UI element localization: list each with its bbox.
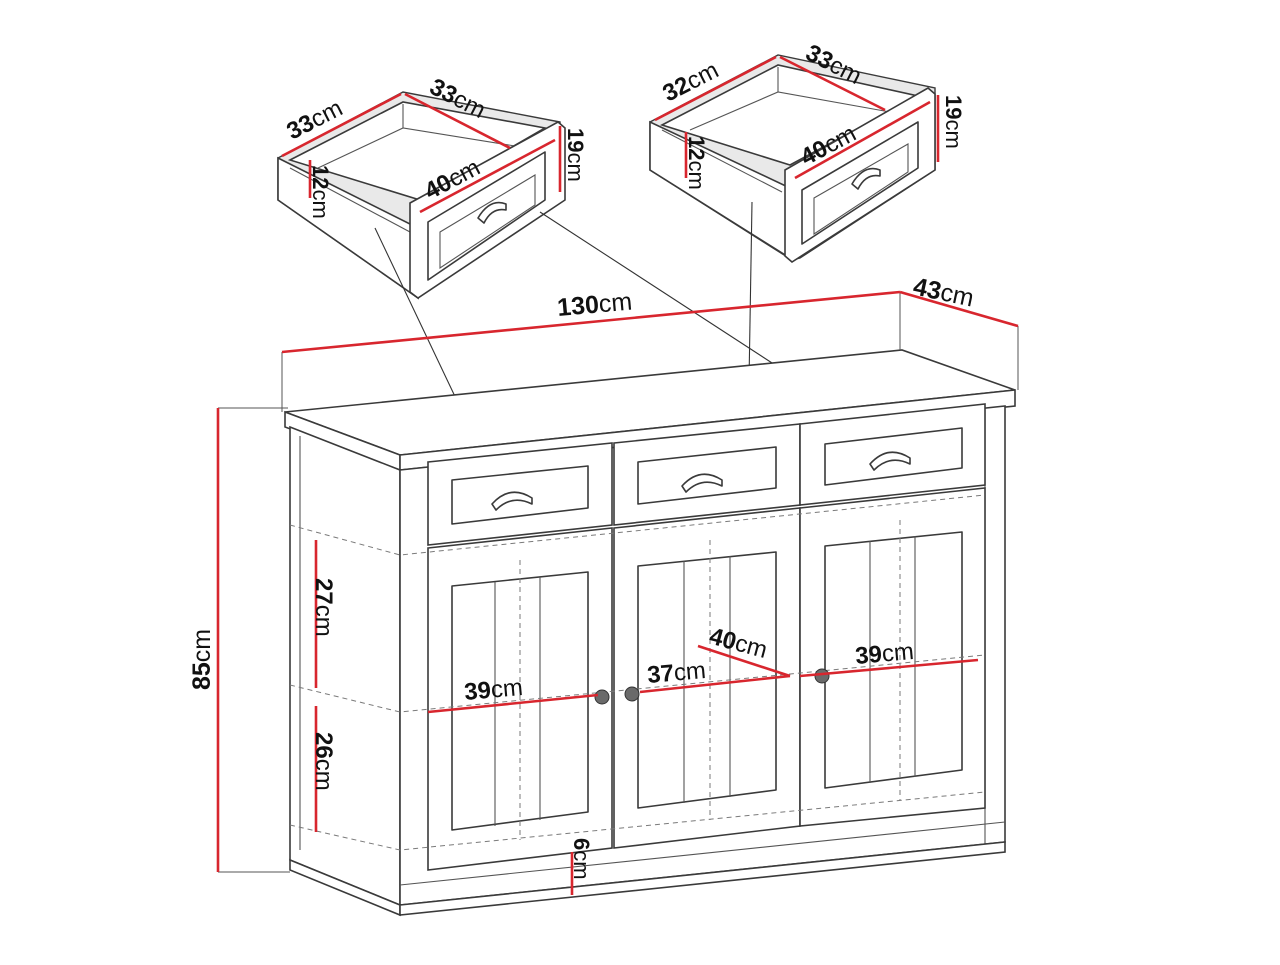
label-depth: 43cm [911,272,977,312]
drawer-left [277,91,566,300]
drawer-right [649,54,940,263]
label-drawer-right-inner-height: 12cm [684,136,709,190]
cabinet-dimensions [216,290,1019,895]
label-middle-compartment: 37cm [646,657,707,689]
label-drawer-right-front-height: 19cm [941,95,966,149]
label-plinth: 6cm [569,838,594,880]
label-shelf-depth: 40cm [706,623,770,664]
label-drawer-left-inner-height: 12cm [308,165,333,219]
label-height: 85cm [188,629,216,690]
label-lower-shelf-gap: 26cm [310,732,337,791]
sideboard-cabinet [284,349,1016,917]
label-drawer-left-front-height: 19cm [563,128,588,182]
extension-lines [218,292,1019,873]
label-width: 130cm [556,288,633,322]
label-upper-shelf-gap: 27cm [310,578,337,637]
label-left-compartment: 39cm [463,674,524,706]
label-right-compartment: 39cm [854,638,915,670]
